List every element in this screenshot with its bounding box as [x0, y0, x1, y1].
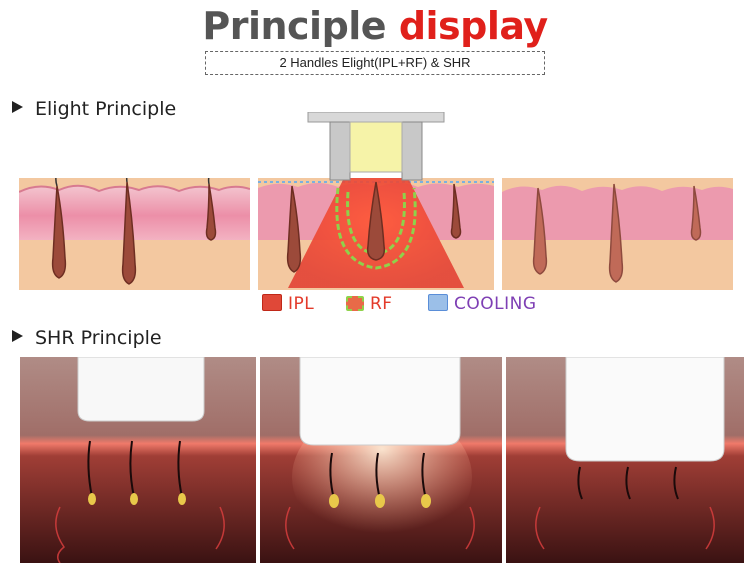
elight-skin-panel-before — [19, 178, 250, 290]
legend-ipl: IPL — [262, 294, 314, 316]
elight-treatment-panel — [258, 112, 494, 290]
ipl-swatch-icon — [262, 294, 282, 311]
section-heading-shr: SHR Principle — [12, 327, 162, 349]
section-heading-elight: Elight Principle — [12, 98, 176, 120]
title-word-principle: Principle — [202, 4, 387, 48]
rf-swatch-icon — [346, 296, 364, 311]
play-triangle-icon — [12, 330, 23, 342]
title-word-display: display — [398, 4, 548, 48]
play-triangle-icon — [12, 101, 23, 113]
legend-rf: RF — [346, 294, 393, 316]
page-title: Principle display — [0, 4, 750, 48]
cooling-swatch-icon — [428, 294, 448, 311]
shr-panels — [20, 357, 744, 563]
subtitle-box: 2 Handles Elight(IPL+RF) & SHR — [205, 51, 545, 75]
elight-skin-panel-after — [502, 178, 733, 290]
legend-cooling: COOLING — [428, 294, 537, 316]
